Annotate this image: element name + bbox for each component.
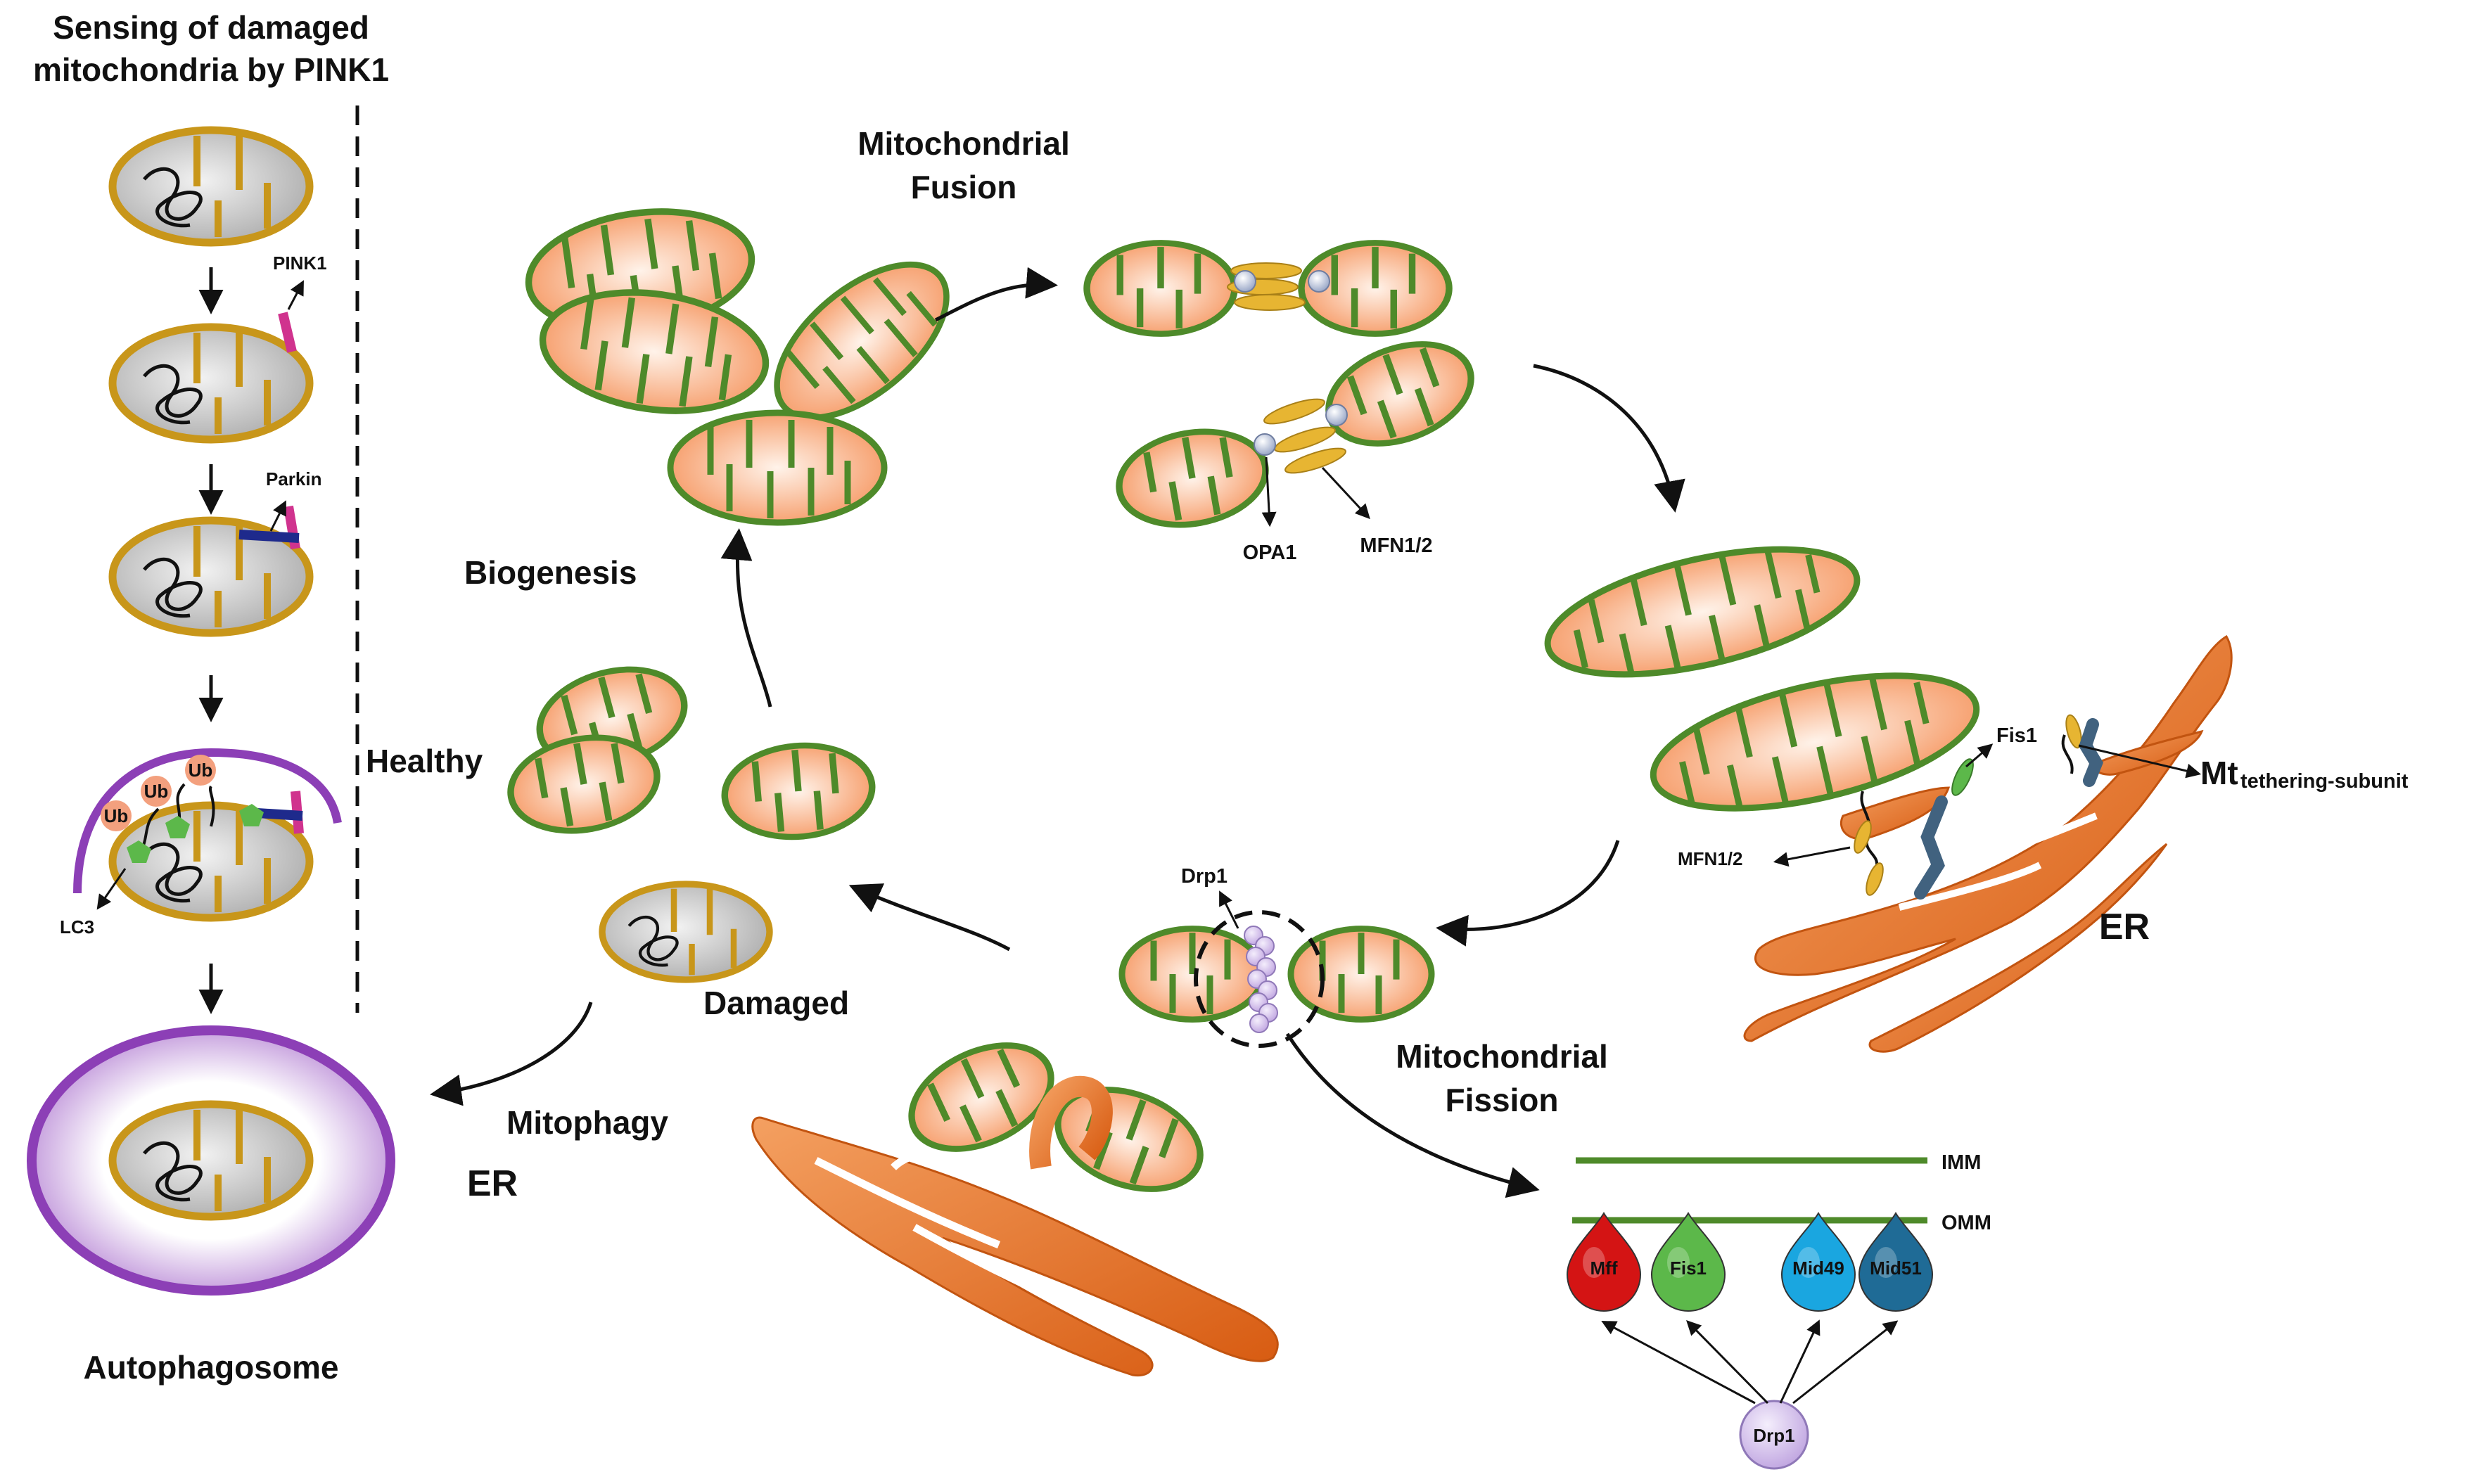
fusion-pair-top	[1087, 243, 1449, 333]
mfn-er-label: MFN1/2	[1678, 848, 1742, 869]
fission-title-line2: Fission	[1445, 1082, 1558, 1118]
pink1-marker	[278, 312, 297, 353]
cycle-arrow-to-healthy	[848, 883, 1011, 952]
drp1-arrow-mid49	[1779, 1319, 1821, 1404]
lc3-label: LC3	[60, 916, 94, 938]
mitophagy-label: Mitophagy	[506, 1104, 668, 1141]
cycle-arrow-to-biogenesis	[720, 528, 772, 708]
adaptor-mff: Mff	[1566, 1212, 1642, 1312]
pink1-pointer	[287, 280, 304, 310]
panel-title-line2: mitochondria by PINK1	[33, 51, 389, 88]
biogenesis-cluster	[521, 198, 974, 523]
membrane-adaptors-panel: IMM OMM Mff Fis1 Mid49 Mid51 Drp1	[1566, 1151, 1991, 1470]
drp1-arrow-mid51	[1792, 1320, 1899, 1405]
lc3-pointer	[96, 868, 127, 910]
ub-label: Ub	[104, 805, 129, 826]
adaptor-droplet	[1650, 1212, 1726, 1312]
drp1-bottom-label: Drp1	[1753, 1425, 1794, 1446]
fusion-title-line2: Fusion	[911, 169, 1017, 205]
parkin-pointer	[269, 500, 286, 532]
imm-label: IMM	[1941, 1151, 1981, 1174]
mfn-label: MFN1/2	[1360, 535, 1432, 557]
engulfed-mitochondrion	[113, 1104, 310, 1217]
adaptor-mid49: Mid49	[1780, 1212, 1856, 1312]
mfn-pointer	[1321, 466, 1370, 520]
healthy-mitochondrion	[670, 413, 884, 523]
mfn-er-pointer	[1773, 846, 1851, 867]
omm-label: OMM	[1941, 1212, 1991, 1234]
ubiquitin-chains: Ub Ub Ub	[101, 755, 264, 863]
opa1-pointer	[1261, 456, 1277, 527]
adaptor-label: Mid51	[1870, 1258, 1922, 1279]
arrow-to-membrane-detail	[1285, 1032, 1540, 1198]
fission-title-line1: Mitochondrial	[1396, 1038, 1608, 1075]
fusion-pair-bottom	[1111, 326, 1484, 535]
adaptor-droplet	[1858, 1212, 1934, 1312]
cycle-arrow-to-fission	[1436, 840, 1620, 947]
drp1-pointer	[1219, 890, 1239, 929]
tethering-pointer	[2078, 744, 2202, 779]
adaptor-droplet	[1566, 1212, 1642, 1312]
cycle-arrow-to-fusion	[934, 267, 1058, 322]
biogenesis-label: Biogenesis	[464, 554, 637, 591]
adaptor-highlight	[1583, 1247, 1605, 1278]
opa1-label: OPA1	[1243, 542, 1297, 564]
fis1-pointer	[1965, 743, 1994, 768]
ub-label: Ub	[144, 781, 169, 802]
drp1-arrow-fis1	[1686, 1320, 1769, 1405]
adaptor-label: Fis1	[1670, 1258, 1707, 1279]
ub-label: Ub	[189, 760, 213, 781]
drp1-recruited	[1739, 1400, 1809, 1470]
fusion-title-line1: Mitochondrial	[857, 125, 1070, 162]
mt-label: Mt	[2200, 755, 2238, 791]
drp1-top-label: Drp1	[1181, 865, 1228, 888]
mitochondrial-cycle: Biogenesis Mitochondrial Fusion O	[366, 125, 2409, 1377]
damaged-mitochondrion-step1	[113, 130, 310, 243]
fission-pair	[1122, 890, 1432, 1048]
mitophagy-arrow	[430, 1002, 593, 1106]
er-left	[751, 1025, 1279, 1377]
er-left-label: ER	[467, 1163, 518, 1204]
damaged-mitochondrion	[602, 884, 770, 980]
cycle-arrow-to-fused	[1533, 364, 1685, 513]
adaptor-highlight	[1797, 1247, 1820, 1278]
adaptor-highlight	[1875, 1247, 1897, 1278]
healthy-label: Healthy	[366, 743, 483, 779]
adaptor-highlight	[1667, 1247, 1690, 1278]
fis1-label: Fis1	[1996, 724, 2037, 747]
phagophore-membrane	[73, 748, 342, 894]
adaptor-mid51: Mid51	[1858, 1212, 1934, 1312]
damaged-label: Damaged	[703, 985, 849, 1021]
tethering-label: tethering-subunit	[2240, 770, 2409, 793]
parkin-marker	[238, 530, 300, 543]
drp1-recruitment-arrows	[1601, 1319, 1899, 1405]
adaptor-droplet	[1780, 1212, 1856, 1312]
adaptor-label: Mff	[1590, 1258, 1618, 1279]
drp1-arrow-mff	[1601, 1321, 1756, 1405]
parkin-label: Parkin	[266, 468, 322, 490]
healthy-cluster	[503, 654, 876, 843]
autophagosome-label: Autophagosome	[84, 1349, 339, 1386]
fused-mitochondrion	[1544, 546, 1861, 678]
damaged-mitochondrion-step2	[113, 327, 310, 440]
panel-title-line1: Sensing of damaged	[53, 9, 369, 46]
pink1-label: PINK1	[273, 252, 327, 274]
adaptor-proteins: Mff Fis1 Mid49 Mid51	[1566, 1212, 1934, 1312]
er-right-label: ER	[2099, 907, 2150, 947]
pink1-sensing-panel: Sensing of damaged mitochondria by PINK1…	[27, 9, 395, 1386]
adaptor-fis1: Fis1	[1650, 1212, 1726, 1312]
er-contact-mitochondrion	[1650, 672, 2104, 900]
adaptor-label: Mid49	[1792, 1258, 1844, 1279]
